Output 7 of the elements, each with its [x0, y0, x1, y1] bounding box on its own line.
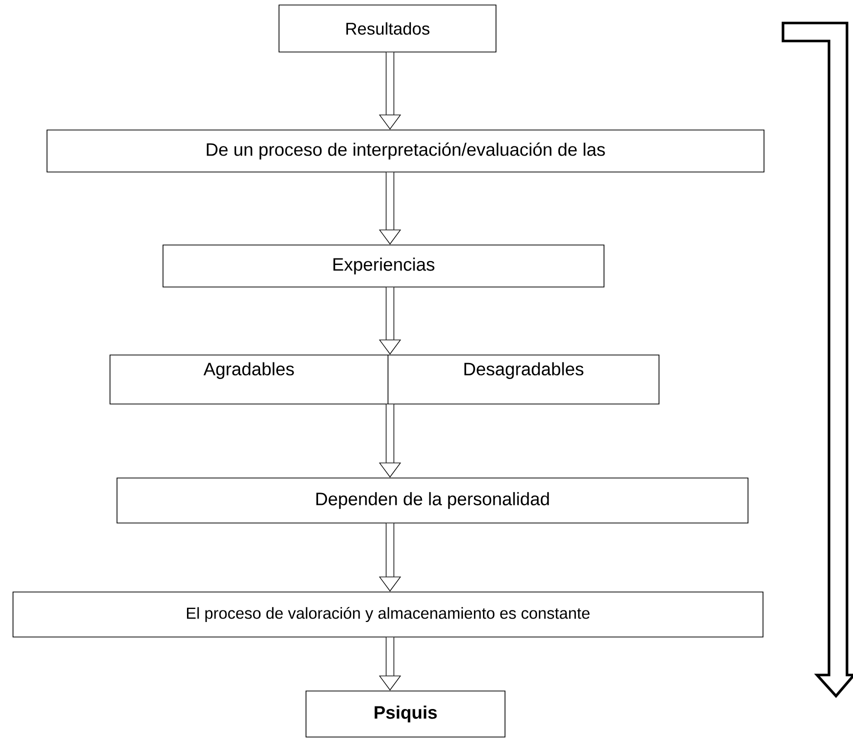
split-box: Agradables Desagradables — [110, 354, 660, 404]
process-box: Psiquis — [306, 690, 506, 738]
process-box: Resultados — [278, 4, 496, 52]
process-box: Experiencias — [162, 244, 604, 288]
process-box: De un proceso de interpretación/evaluación de las — [46, 130, 764, 172]
process-box: Dependen de la personalidad — [116, 478, 748, 524]
process-box: El proceso de valoración y almacenamiento es constante — [12, 592, 764, 638]
